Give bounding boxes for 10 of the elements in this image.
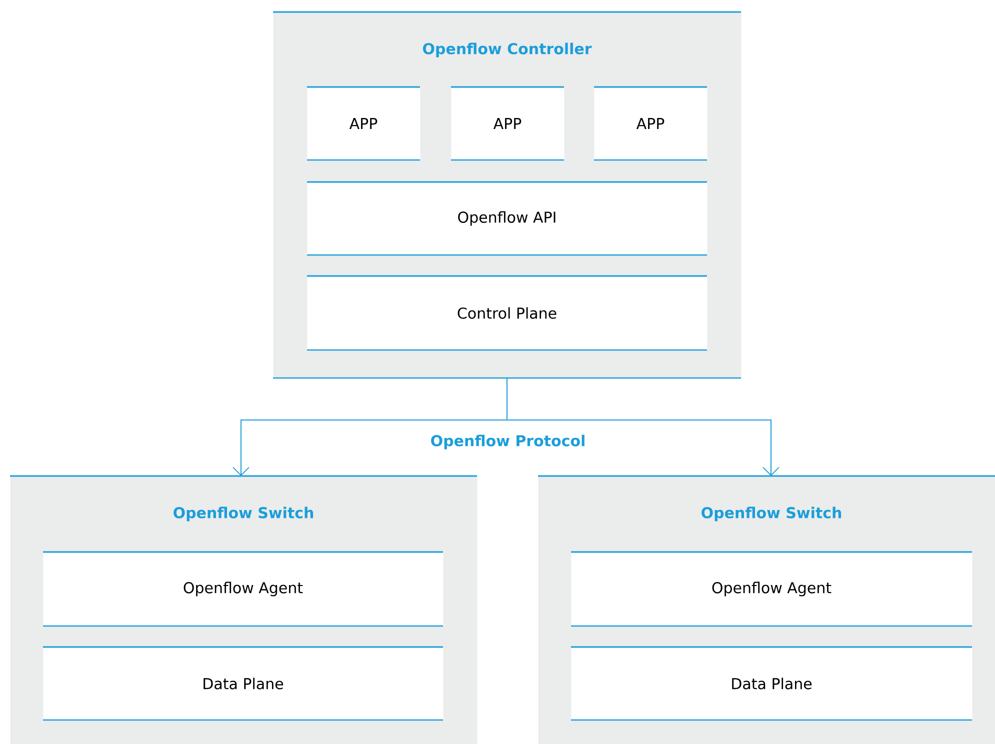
layer-box: Openflow API xyxy=(307,181,708,256)
layer-box: Data Plane xyxy=(571,646,972,721)
layer-box: APP xyxy=(307,86,420,161)
layer-box: Control Plane xyxy=(307,275,708,351)
layer-box: APP xyxy=(594,86,708,161)
layer-box: APP xyxy=(451,86,564,161)
layer-box: Openflow Agent xyxy=(43,551,444,627)
layer-box: Data Plane xyxy=(43,646,444,721)
edge-label: Openflow Protocol xyxy=(429,434,587,450)
layer-box: Openflow Agent xyxy=(571,551,972,627)
